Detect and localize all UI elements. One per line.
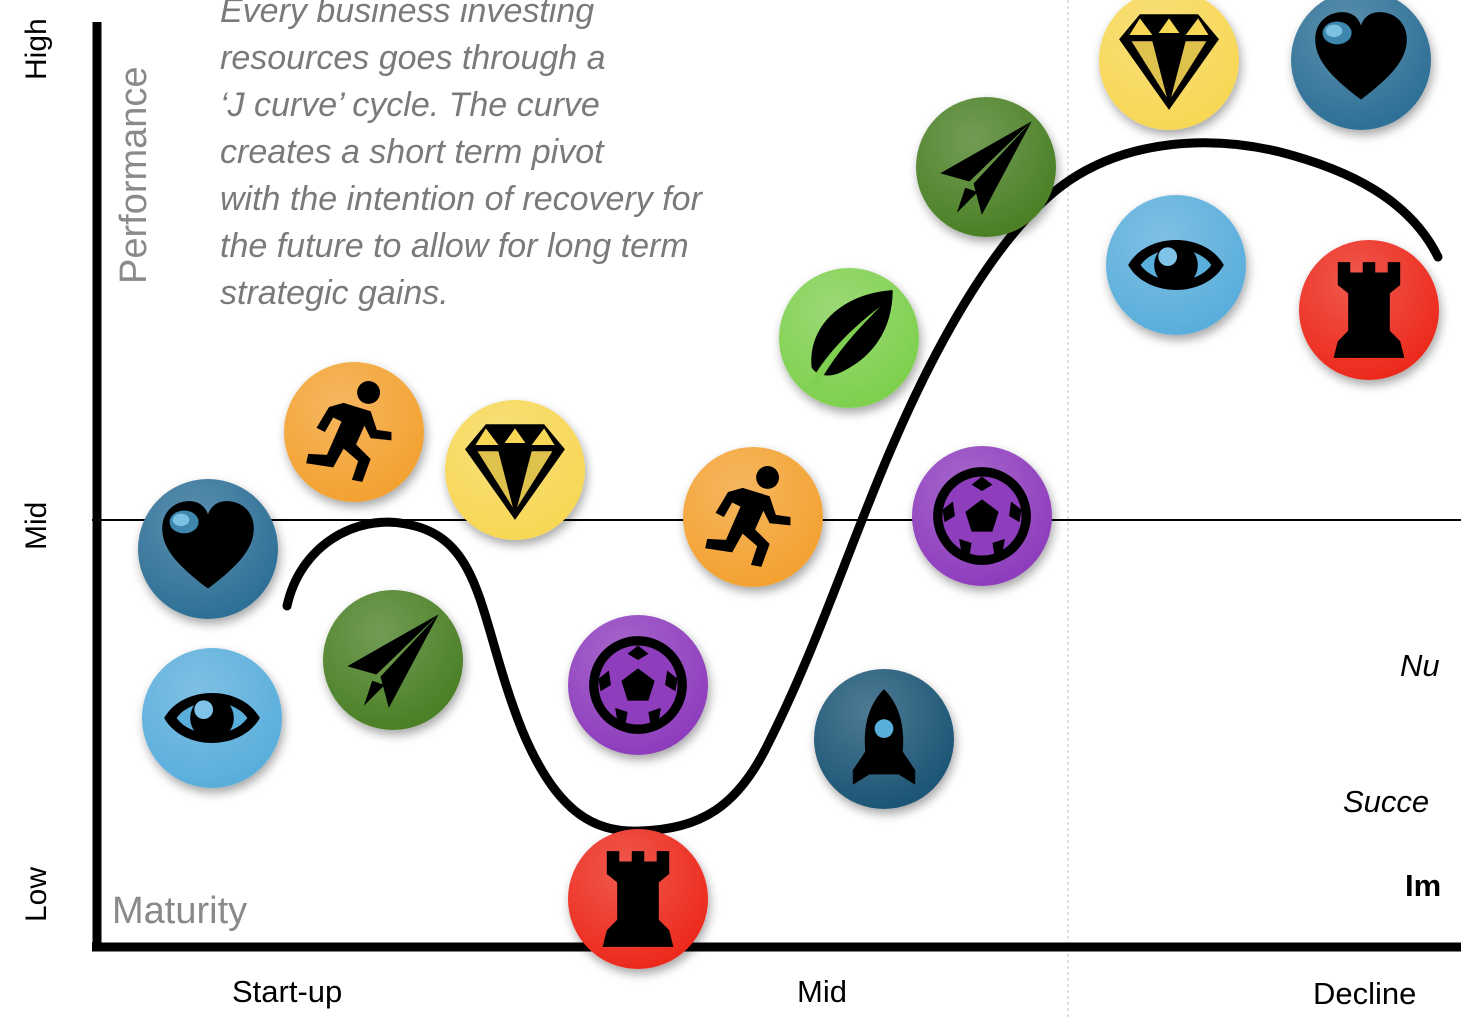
right-panel-line-2: Succe: [1343, 784, 1430, 819]
paper-plane-badge: [323, 590, 463, 730]
x-axis-title: Maturity: [112, 890, 248, 932]
soccer-ball-badge: [912, 446, 1052, 586]
heart-badge: [1291, 0, 1431, 130]
right-panel-line-1: Nu: [1400, 648, 1440, 683]
leaf-badge: [779, 268, 919, 408]
diamond-badge: [445, 400, 585, 540]
y-axis-title: Performance: [113, 66, 155, 284]
paper-plane-badge: [916, 97, 1056, 237]
eye-badge: [1106, 195, 1246, 335]
runner-badge: [284, 362, 424, 502]
soccer-ball-badge: [568, 615, 708, 755]
x-axis-mid-label: Mid: [797, 974, 847, 1009]
rook-badge: [568, 829, 708, 969]
runner-badge: [683, 447, 823, 587]
description-line: with the intention of recovery for: [220, 180, 702, 218]
rocket-badge: [814, 669, 954, 809]
soccer-ball-icon: [933, 467, 1031, 565]
eye-badge: [142, 648, 282, 788]
rook-badge: [1299, 240, 1439, 380]
x-axis-end-label: Decline: [1313, 976, 1417, 1011]
diamond-badge: [1099, 0, 1239, 130]
j-curve: [282, 138, 1443, 836]
x-axis-start-label: Start-up: [232, 974, 343, 1009]
right-panel-line-3: Im: [1405, 868, 1442, 903]
description-line: strategic gains.: [220, 274, 449, 312]
y-axis-low-label: Low: [20, 866, 53, 922]
description-line: the future to allow for long term: [220, 227, 689, 265]
y-axis-mid-label: Mid: [20, 501, 53, 550]
description-line: creates a short term pivot: [220, 133, 604, 171]
description-line: resources goes through a: [220, 39, 606, 77]
description-line: Every business investing: [220, 0, 595, 30]
description-line: ‘J curve’ cycle. The curve: [220, 86, 600, 124]
description-text: Every business investing resources goes …: [220, 0, 702, 317]
y-axis-high-label: High: [20, 18, 53, 80]
soccer-ball-icon: [589, 636, 687, 734]
heart-badge: [138, 479, 278, 619]
